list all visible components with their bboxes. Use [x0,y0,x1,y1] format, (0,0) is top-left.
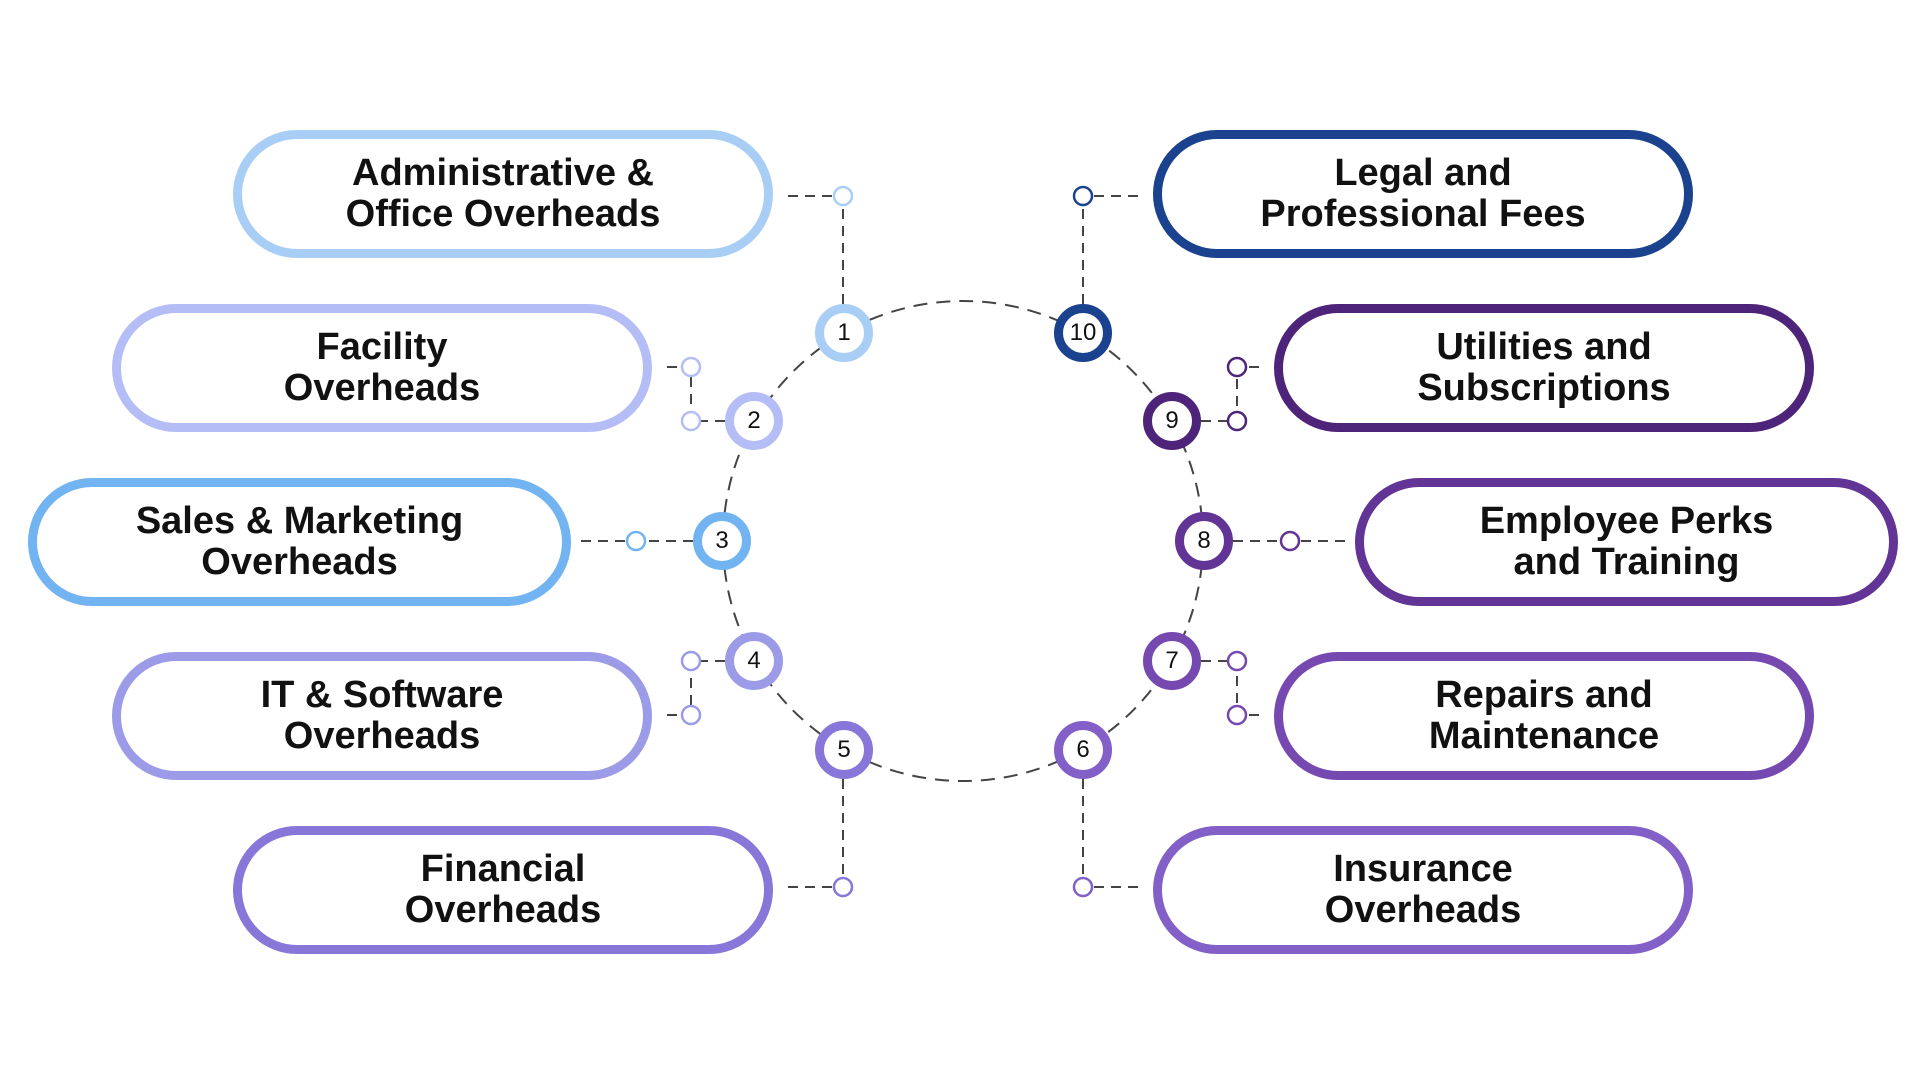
connector-dot-9-1 [1226,410,1248,432]
number-badge-3: 3 [693,512,751,570]
number-label-3: 3 [715,527,729,554]
pill-item-2: Facility Overheads [112,304,652,432]
pill-label-item-8: Employee Perks and Training [1479,500,1774,583]
number-badge-8: 8 [1175,512,1233,570]
pill-label-item-9: Utilities and Subscriptions [1417,326,1671,409]
number-label-1: 1 [837,319,851,346]
pill-item-1: Administrative & Office Overheads [233,130,773,258]
connector-dot-10-1 [1072,185,1094,207]
connector-dot-1-1 [832,185,854,207]
connector-line-6 [1082,779,1143,888]
number-badge-6: 6 [1054,721,1112,779]
pill-item-4: IT & Software Overheads [112,652,652,780]
number-badge-9: 9 [1143,392,1201,450]
connector-dot-9-2 [1226,356,1248,378]
pill-item-3: Sales & Marketing Overheads [28,478,571,606]
pill-item-7: Repairs and Maintenance [1274,652,1814,780]
connector-dot-7-2 [1226,704,1248,726]
number-label-4: 4 [747,647,761,674]
connector-line-2 [662,366,725,422]
number-badge-5: 5 [815,721,873,779]
pill-label-item-5: Financial Overheads [404,848,602,931]
center-dashed-ring [722,300,1204,782]
connector-dot-4-1 [680,650,702,672]
connector-line-9 [1201,366,1264,422]
connector-line-1 [785,195,844,304]
number-label-7: 7 [1165,647,1179,674]
pill-item-6: Insurance Overheads [1153,826,1693,954]
connector-line-4 [662,660,725,716]
connector-dot-6-1 [1072,876,1094,898]
pill-item-8: Employee Perks and Training [1355,478,1898,606]
number-label-9: 9 [1165,407,1179,434]
pill-label-item-7: Repairs and Maintenance [1428,674,1660,757]
connector-line-5 [785,779,844,888]
number-label-2: 2 [747,407,761,434]
pill-label-item-10: Legal and Professional Fees [1260,152,1586,235]
number-badge-2: 2 [725,392,783,450]
connector-dot-8-1 [1279,530,1301,552]
connector-line-10 [1082,195,1143,304]
pill-label-item-4: IT & Software Overheads [260,674,504,757]
connector-dot-7-1 [1226,650,1248,672]
pill-label-item-3: Sales & Marketing Overheads [135,500,464,583]
number-label-6: 6 [1076,736,1090,763]
number-badge-4: 4 [725,632,783,690]
pill-item-5: Financial Overheads [233,826,773,954]
connector-line-7 [1201,660,1264,716]
connector-dot-5-1 [832,876,854,898]
number-label-5: 5 [837,736,851,763]
number-badge-10: 10 [1054,304,1112,362]
pill-label-item-2: Facility Overheads [283,326,481,409]
connector-dot-3-1 [625,530,647,552]
connector-dot-2-1 [680,410,702,432]
number-badge-7: 7 [1143,632,1201,690]
number-label-10: 10 [1069,319,1097,346]
pill-label-item-1: Administrative & Office Overheads [345,152,661,235]
pill-label-item-6: Insurance Overheads [1324,848,1522,931]
pill-item-10: Legal and Professional Fees [1153,130,1693,258]
number-label-8: 8 [1197,527,1211,554]
connector-dot-2-2 [680,356,702,378]
connector-dot-4-2 [680,704,702,726]
pill-item-9: Utilities and Subscriptions [1274,304,1814,432]
number-badge-1: 1 [815,304,873,362]
